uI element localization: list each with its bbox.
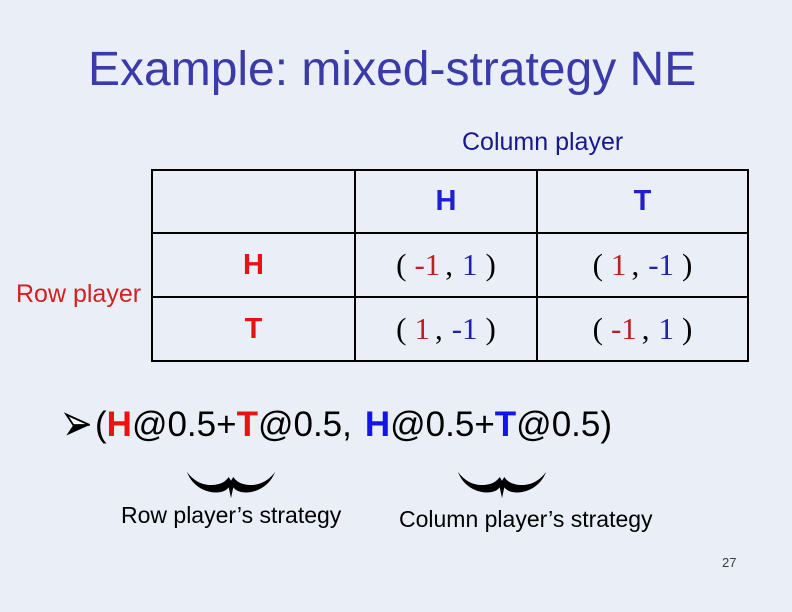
- column-player-label: Column player: [462, 128, 624, 156]
- column-header-h: H: [354, 171, 536, 232]
- row-payoff: 1: [610, 247, 627, 282]
- column-payoff: -1: [451, 311, 478, 346]
- underbrace-row-icon: [186, 471, 276, 499]
- row-header-t: T: [153, 296, 354, 360]
- column-payoff: 1: [462, 247, 478, 282]
- row-player-label: Row player: [16, 280, 142, 308]
- column-payoff: 1: [658, 311, 675, 346]
- formula-row-mid: @0.5+: [131, 405, 237, 444]
- column-header-t: T: [536, 171, 747, 232]
- payoff-table: H T H ( -1 , 1 ) ( 1 , -1 ) T ( 1 , -1 )…: [151, 169, 749, 362]
- paren-close: ): [682, 311, 693, 346]
- formula-col-end: @0.5): [516, 405, 613, 444]
- row-payoff: -1: [414, 247, 441, 282]
- column-payoff: -1: [648, 247, 675, 282]
- formula-row-end: @0.5,: [257, 405, 352, 444]
- paren-close: ): [682, 247, 693, 282]
- arrow-bullet-icon: [64, 412, 91, 436]
- comma: ,: [434, 311, 443, 346]
- paren-open: (: [396, 247, 407, 282]
- formula-row-h: H: [106, 405, 132, 444]
- comma: ,: [445, 247, 454, 282]
- row-strategy-caption: Row player’s strategy: [121, 502, 342, 528]
- formula-col-h: H: [364, 405, 391, 444]
- page-number: 27: [722, 555, 737, 570]
- column-strategy-caption: Column player’s strategy: [399, 506, 653, 532]
- comma: ,: [641, 311, 650, 346]
- formula-col-t: T: [494, 405, 517, 444]
- paren-open: (: [592, 311, 603, 346]
- payoff-cell-hh: ( -1 , 1 ): [354, 232, 536, 296]
- underbrace-column-icon: [457, 471, 547, 499]
- paren-close: ): [485, 247, 496, 282]
- formula-paren-open: (: [95, 405, 107, 444]
- equilibrium-line: ( H @0.5+ T @0.5, H @0.5+ T @0.5): [64, 405, 612, 445]
- payoff-cell-tt: ( -1 , 1 ): [536, 296, 747, 360]
- formula-col-mid: @0.5+: [390, 405, 495, 444]
- paren-close: ): [485, 311, 496, 346]
- page-title: Example: mixed-strategy NE: [88, 43, 697, 96]
- comma: ,: [631, 247, 640, 282]
- row-payoff: -1: [610, 311, 637, 346]
- row-header-h: H: [153, 232, 354, 296]
- payoff-cell-ht: ( 1 , -1 ): [536, 232, 747, 296]
- paren-open: (: [396, 311, 407, 346]
- formula-row-t: T: [236, 405, 258, 444]
- corner-cell: [153, 171, 354, 232]
- row-payoff: 1: [414, 311, 430, 346]
- payoff-cell-th: ( 1 , -1 ): [354, 296, 536, 360]
- paren-open: (: [592, 247, 603, 282]
